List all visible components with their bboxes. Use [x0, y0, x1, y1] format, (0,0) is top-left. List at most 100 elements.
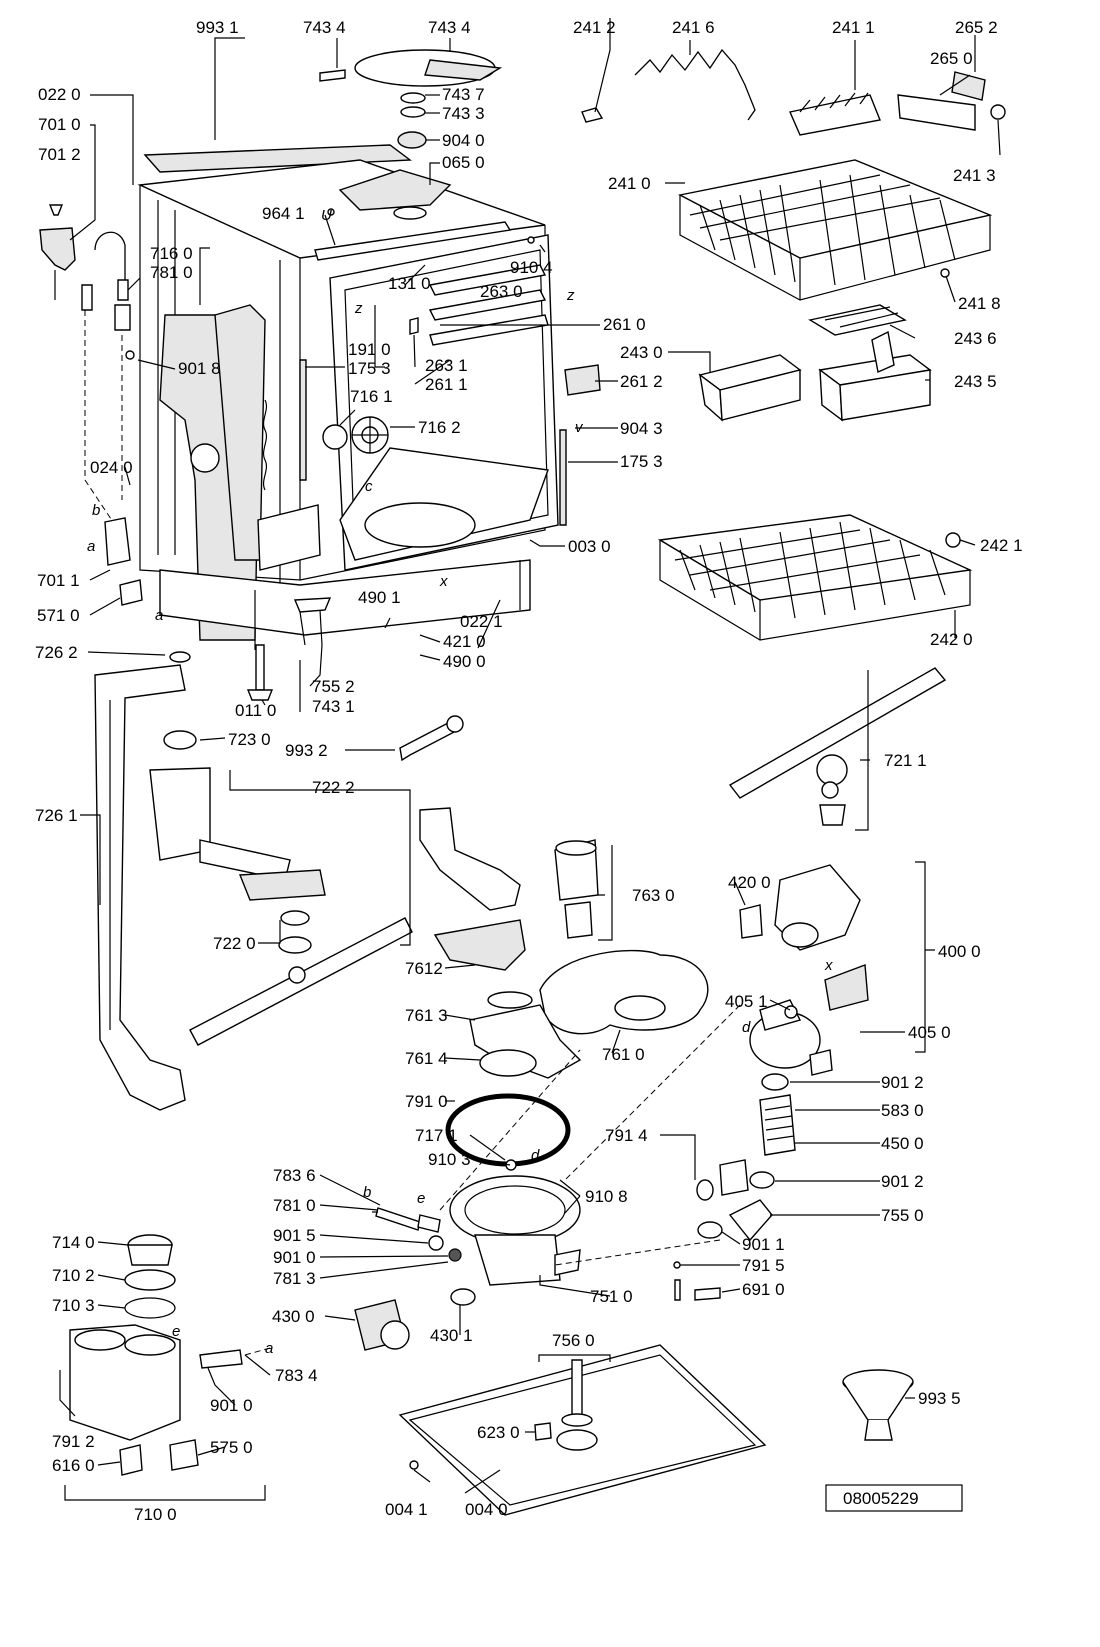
label-701-0: 701 0: [38, 115, 81, 134]
label-420-0: 420 0: [728, 873, 771, 892]
label-616-0: 616 0: [52, 1456, 95, 1475]
label-263-0: 263 0: [480, 282, 523, 301]
label-722-0: 722 0: [213, 934, 256, 953]
letter-x-2: x: [824, 957, 833, 974]
label-716-2: 716 2: [418, 418, 461, 437]
water-softener: [69, 1234, 271, 1476]
label-430-1: 430 1: [430, 1326, 473, 1345]
letter-x-1: x: [439, 573, 448, 590]
label-400-0: 400 0: [938, 942, 981, 961]
label-450-0: 450 0: [881, 1134, 924, 1153]
label-714-0: 714 0: [52, 1233, 95, 1252]
label-263-1: 263 1: [425, 356, 468, 375]
letter-d-2: d: [531, 1147, 540, 1164]
label-904-3: 904 3: [620, 419, 663, 438]
label-405-0: 405 0: [908, 1023, 951, 1042]
label-243-5: 243 5: [954, 372, 997, 391]
water-inlet-parts: [39, 204, 143, 606]
label-024-0: 024 0: [90, 458, 133, 477]
label-743-1: 743 1: [312, 697, 355, 716]
label-265-0: 265 0: [930, 49, 973, 68]
label-901-8: 901 8: [178, 359, 221, 378]
letter-v: v: [575, 419, 584, 436]
label-241-3: 241 3: [953, 166, 996, 185]
label-763-0: 763 0: [632, 886, 675, 905]
base-plate: [398, 1344, 767, 1516]
letter-e-2: e: [172, 1323, 180, 1340]
letter-b-1: b: [92, 502, 100, 519]
label-191-0: 191 0: [348, 340, 391, 359]
label-755-0: 755 0: [881, 1206, 924, 1225]
label-743-4-b: 743 4: [428, 18, 471, 37]
label-241-0: 241 0: [608, 174, 651, 193]
label-723-0: 723 0: [228, 730, 271, 749]
label-265-2: 265 2: [955, 18, 998, 37]
label-430-0: 430 0: [272, 1307, 315, 1326]
label-791-4: 791 4: [605, 1126, 648, 1145]
label-726-2: 726 2: [35, 643, 78, 662]
label-405-1: 405 1: [725, 992, 768, 1011]
label-022-1: 022 1: [460, 612, 503, 631]
label-623-0: 623 0: [477, 1423, 520, 1442]
drawing-number-box: 08005229: [825, 1484, 963, 1512]
label-751-0: 751 0: [590, 1287, 633, 1306]
reference-letters: z z c x b a a d e b d x e a U v: [87, 207, 833, 1357]
letter-u: U: [321, 207, 332, 224]
label-261-0: 261 0: [603, 315, 646, 334]
leader-lines: [59, 18, 1001, 1501]
label-761-3: 761 3: [405, 1006, 448, 1025]
letter-a-1: a: [87, 538, 95, 555]
label-701-1: 701 1: [37, 571, 80, 590]
part-labels: 993 1 743 4 743 4 743 7 743 3 904 0 065 …: [35, 18, 1023, 1524]
label-241-1: 241 1: [832, 18, 875, 37]
label-022-0: 022 0: [38, 85, 81, 104]
label-710-2: 710 2: [52, 1266, 95, 1285]
label-722-2: 722 2: [312, 778, 355, 797]
label-243-0: 243 0: [620, 343, 663, 362]
label-781-0-b: 781 0: [273, 1196, 316, 1215]
label-003-0: 003 0: [568, 537, 611, 556]
label-710-3: 710 3: [52, 1296, 95, 1315]
label-743-3: 743 3: [442, 104, 485, 123]
top-cover-parts: [319, 49, 503, 149]
label-993-2: 993 2: [285, 741, 328, 760]
label-791-0: 791 0: [405, 1092, 448, 1111]
label-783-4: 783 4: [275, 1366, 318, 1385]
label-743-7: 743 7: [442, 85, 485, 104]
label-716-1: 716 1: [350, 387, 393, 406]
sump-and-filter: [354, 807, 709, 1351]
label-7612: 7612: [405, 959, 443, 978]
label-571-0: 571 0: [37, 606, 80, 625]
letter-a-3: a: [265, 1340, 273, 1357]
label-964-1: 964 1: [262, 204, 305, 223]
label-421-0: 421 0: [443, 632, 486, 651]
label-993-5: 993 5: [918, 1389, 961, 1408]
label-261-1: 261 1: [425, 375, 468, 394]
label-761-0: 761 0: [602, 1045, 645, 1064]
pipe-and-spray-arm: [94, 651, 464, 1111]
label-901-0-b: 901 0: [210, 1396, 253, 1415]
label-910-8: 910 8: [585, 1187, 628, 1206]
letter-z-2: z: [566, 287, 575, 304]
label-755-2: 755 2: [312, 677, 355, 696]
label-575-0: 575 0: [210, 1438, 253, 1457]
label-241-6: 241 6: [672, 18, 715, 37]
upper-rack-parts: [581, 48, 1006, 422]
heater-hose-parts: [554, 1073, 796, 1301]
label-901-2-b: 901 2: [881, 1172, 924, 1191]
label-904-0: 904 0: [442, 131, 485, 150]
letter-z-1: z: [354, 300, 363, 317]
label-131-0: 131 0: [388, 274, 431, 293]
label-175-3-a: 175 3: [348, 359, 391, 378]
label-791-2: 791 2: [52, 1432, 95, 1451]
letter-a-2: a: [155, 607, 163, 624]
label-065-0: 065 0: [442, 153, 485, 172]
label-761-4: 761 4: [405, 1049, 448, 1068]
label-241-8: 241 8: [958, 294, 1001, 313]
label-716-0: 716 0: [150, 244, 193, 263]
label-781-3: 781 3: [273, 1269, 316, 1288]
label-791-5: 791 5: [742, 1256, 785, 1275]
pump-motor: [564, 864, 869, 1181]
label-910-4: 910 4: [510, 258, 553, 277]
